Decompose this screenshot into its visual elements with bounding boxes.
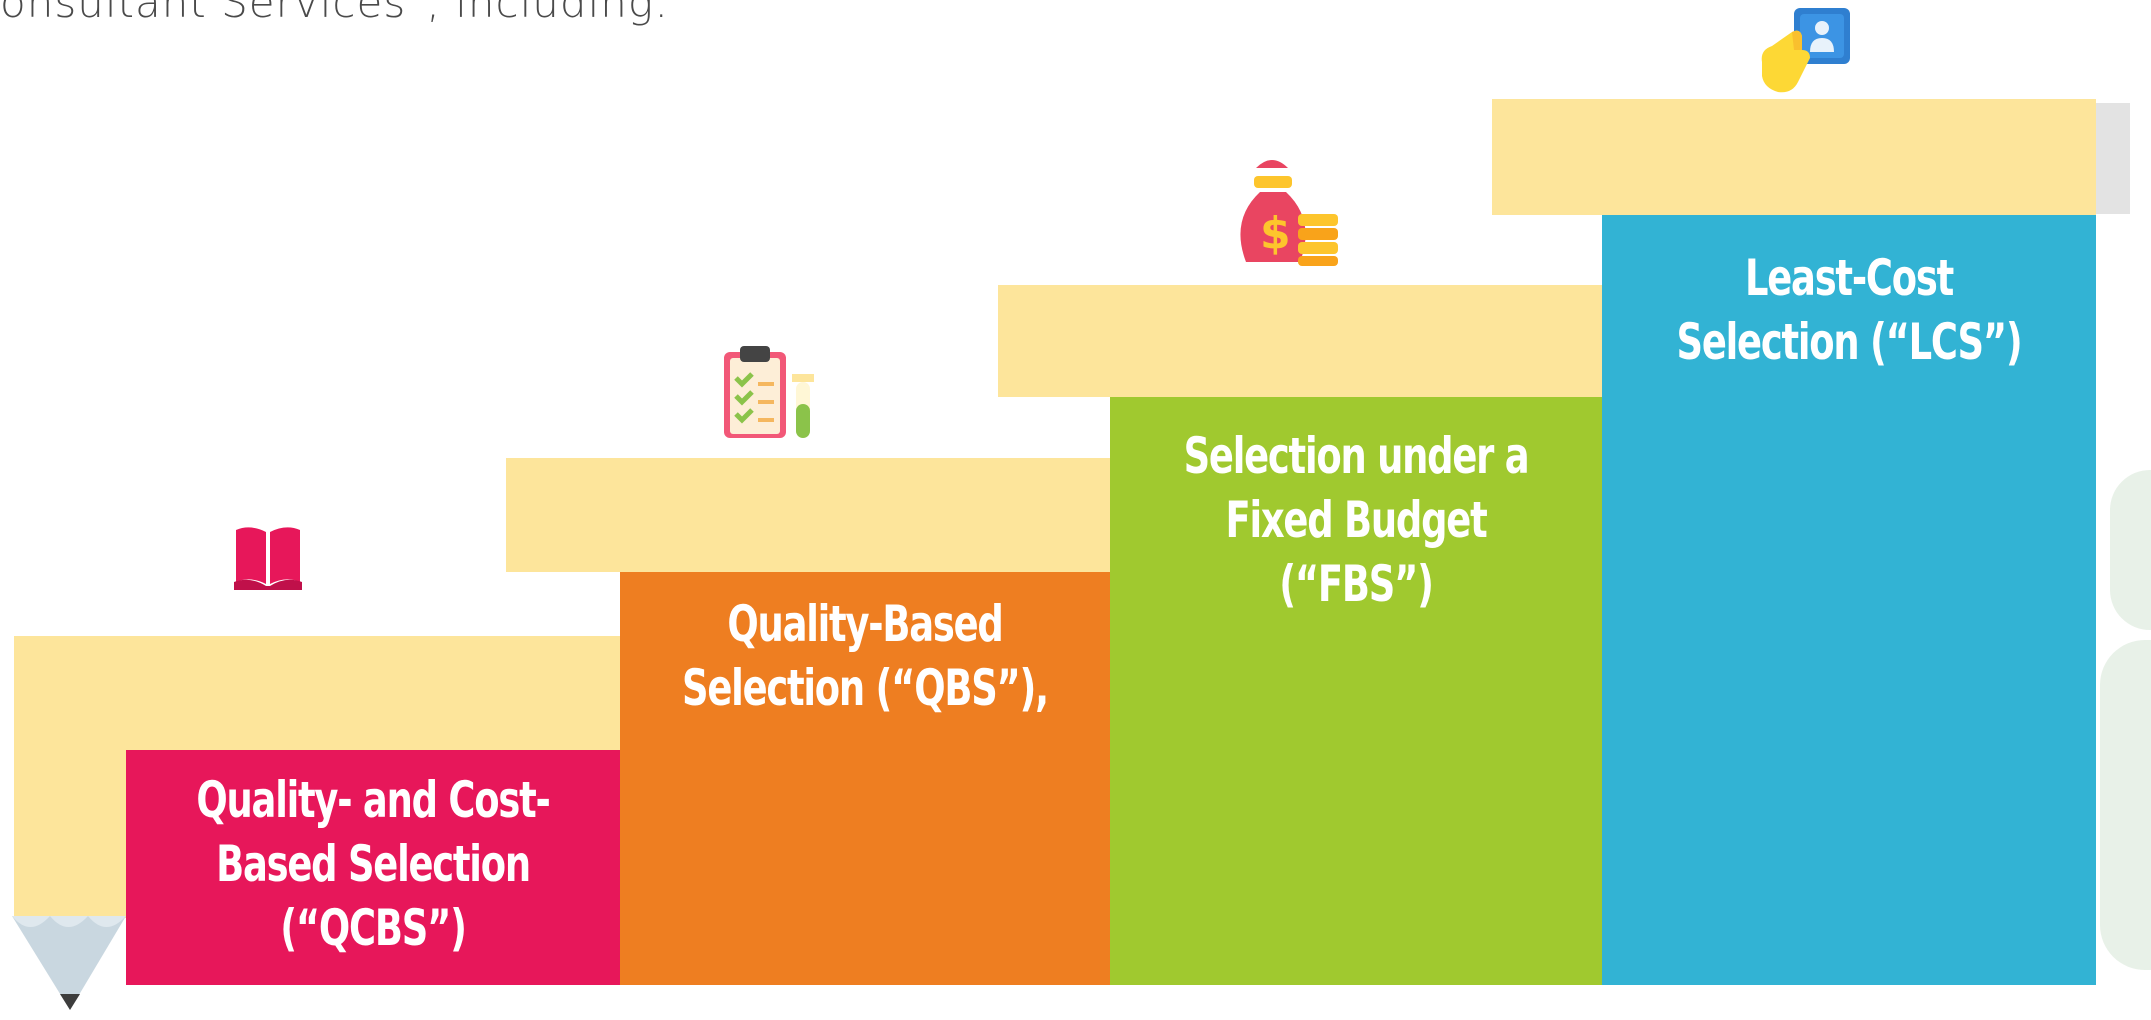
step-block-lcs xyxy=(1602,215,2096,985)
step-label-qcbs: Quality- and Cost- Based Selection (“QCB… xyxy=(196,771,550,957)
decorative-leaf xyxy=(2110,470,2151,630)
step-block-qbs xyxy=(620,572,1110,985)
intro-text: onsultant Services", including: xyxy=(0,0,670,27)
pencil-body-step-2 xyxy=(506,458,1110,572)
open-book-icon xyxy=(234,527,302,590)
svg-text:$: $ xyxy=(1260,208,1291,259)
step-block-fbs xyxy=(1110,397,1602,985)
pencil-body-step-3 xyxy=(998,285,1602,397)
pencil-shaft-left xyxy=(14,636,126,918)
money-bag-icon: $ xyxy=(1240,160,1338,266)
step-block-qcbs xyxy=(126,750,620,985)
decorative-leaf xyxy=(2100,640,2151,970)
clipboard-checklist-icon xyxy=(724,346,814,438)
pencil-eraser-end xyxy=(2096,103,2130,214)
pencil-tip-icon xyxy=(12,916,126,1010)
step-label-fbs: Selection under a Fixed Budget (“FBS”) xyxy=(1183,427,1530,613)
step-label-qbs: Quality-Based Selection (“QBS”), xyxy=(682,595,1049,717)
hand-pointer-icon xyxy=(1761,8,1850,93)
pencil-body-step-4 xyxy=(1492,99,2096,215)
step-label-lcs: Least-Cost Selection (“LCS”) xyxy=(1676,249,2022,371)
